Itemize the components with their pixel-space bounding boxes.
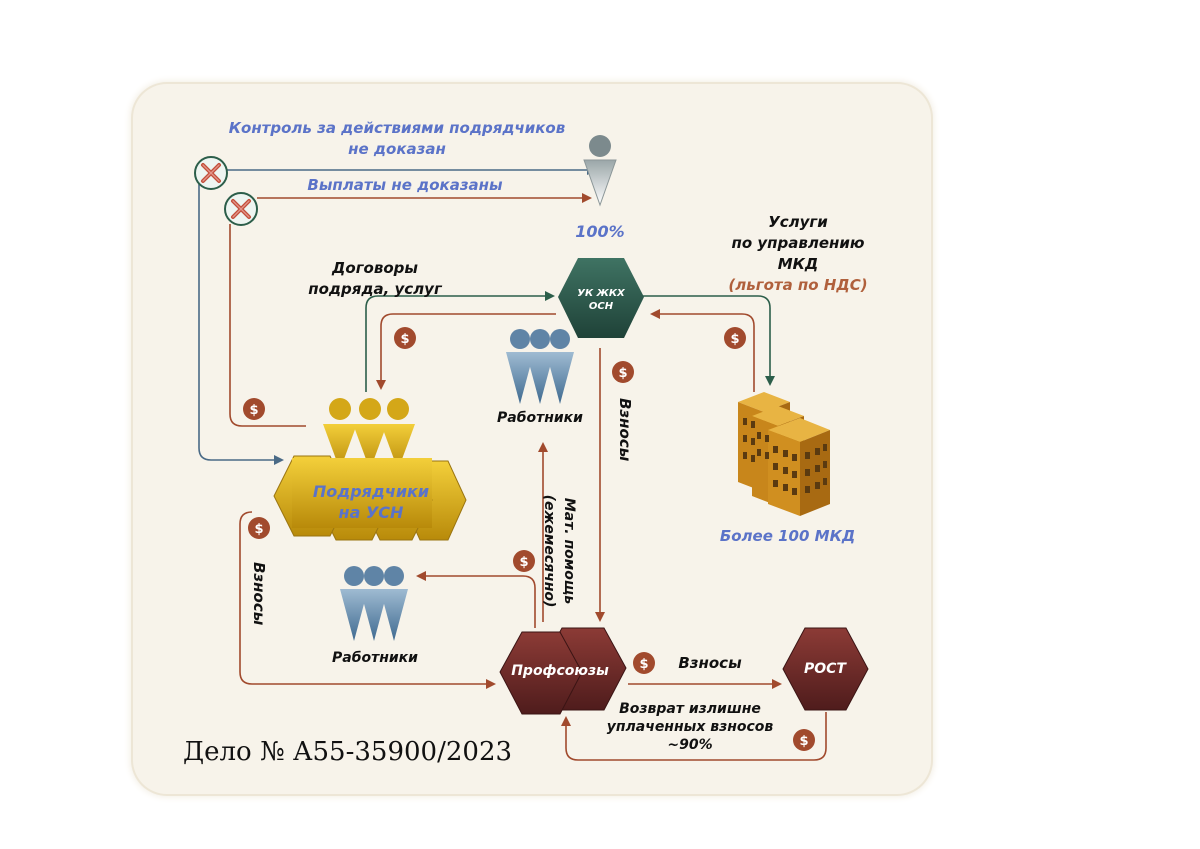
workers-icon: [506, 329, 574, 404]
dollar-icon: $: [793, 729, 815, 751]
connector-lines: [198, 165, 827, 761]
contributions-vertical-label: Взносы: [616, 398, 634, 462]
mat-help-label: Мат. помощь (ежемесячно): [541, 494, 577, 608]
rost-hexagon: [782, 627, 869, 711]
arrow-services: [640, 295, 775, 386]
buildings-label: Более 100 МКД: [719, 527, 856, 545]
svg-text:$: $: [519, 555, 528, 570]
hundred-percent-label: 100%: [575, 222, 625, 241]
case-number: Дело № А55-35900/2023: [183, 737, 513, 767]
arrow-contrib-contractors: [239, 511, 496, 689]
arrow-contracts: [365, 291, 555, 392]
uk-hexagon: [558, 258, 644, 338]
control-not-proven-label: Контроль за действиями подрядчиков не до…: [228, 119, 566, 158]
svg-text:$: $: [639, 657, 648, 672]
cross-icon: [224, 192, 258, 226]
rost-label: РОСТ: [804, 661, 846, 677]
arrow-control-to-contractors: [198, 172, 284, 465]
payments-not-proven-label: Выплаты не доказаны: [307, 176, 503, 194]
svg-text:$: $: [249, 403, 258, 418]
cross-icon: [194, 156, 228, 190]
workers-icon: [340, 566, 408, 641]
contractors-icon: [273, 398, 467, 541]
buildings-icon: [738, 392, 830, 516]
dollar-icon: $: [513, 550, 535, 572]
svg-text:$: $: [618, 366, 627, 381]
uk-label: УК ЖКХ ОСН: [577, 288, 625, 312]
unions-label: Профсоюзы: [511, 663, 609, 679]
contributions-label: Взносы: [678, 654, 742, 672]
arrow-unions-workers: [416, 571, 536, 628]
arrow-refund: [561, 712, 827, 761]
owner-person-icon: [583, 135, 617, 207]
dollar-icon: $: [724, 327, 746, 349]
svg-text:$: $: [799, 734, 808, 749]
svg-text:$: $: [400, 332, 409, 347]
dollar-icon: $: [248, 517, 270, 539]
arrow-pay-contractors: [376, 313, 556, 390]
contributions-vertical-label: Взносы: [250, 562, 268, 626]
workers-top-label: Работники: [496, 410, 583, 426]
dollar-icon: $: [633, 652, 655, 674]
services-label: Услуги по управлению МКД (льгота по НДС): [728, 213, 868, 294]
svg-text:$: $: [254, 522, 263, 537]
dollar-icon: $: [612, 361, 634, 383]
contractors-label: Подрядчики на УСН: [312, 482, 430, 522]
svg-text:$: $: [730, 332, 739, 347]
arrow-payments-to-contractors: [229, 224, 306, 427]
dollar-icon: $: [394, 327, 416, 349]
refund-label: Возврат излишне уплаченных взносов ~90%: [606, 701, 774, 753]
contracts-label: Договоры подряда, услуг: [308, 259, 442, 298]
dollar-icon: $: [243, 398, 265, 420]
arrow-pay-uk: [650, 309, 755, 392]
unions-icon: [499, 627, 627, 715]
workers-bottom-label: Работники: [331, 650, 418, 666]
